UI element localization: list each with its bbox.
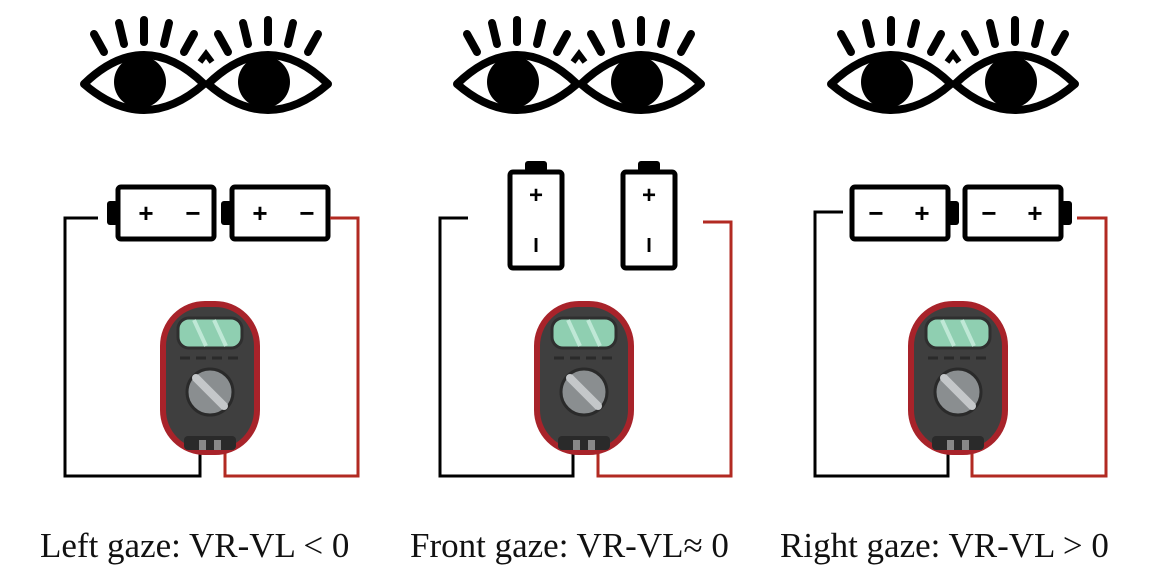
battery-glyph: − xyxy=(299,198,314,228)
battery-glyph: − xyxy=(981,198,996,228)
battery-glyph: + xyxy=(529,182,543,209)
battery-glyph: + xyxy=(252,198,267,228)
wire-negative xyxy=(813,210,950,478)
caption-front-gaze: Front gaze: VR-VL≈ 0 xyxy=(410,526,729,565)
eye-icon xyxy=(208,20,328,110)
battery-glyph: + xyxy=(642,182,656,209)
panel-left: + − + − xyxy=(63,20,360,478)
eye-bridge xyxy=(570,49,588,64)
battery-icon: + I xyxy=(507,161,565,271)
battery-glyph: − xyxy=(868,198,883,228)
battery-icon: + − xyxy=(107,184,217,242)
battery-glyph: I xyxy=(533,235,539,257)
multimeter-icon xyxy=(163,304,257,452)
wire-positive xyxy=(223,216,360,478)
panel-front: + I + I xyxy=(438,20,733,478)
battery-glyph: I xyxy=(646,235,652,257)
eye-icon xyxy=(581,20,701,110)
caption-right-gaze: Right gaze: VR-VL > 0 xyxy=(780,526,1109,565)
battery-glyph: + xyxy=(1027,198,1042,228)
battery-icon: + I xyxy=(620,161,678,271)
battery-icon: − + xyxy=(849,184,959,242)
wire-positive xyxy=(596,220,733,478)
caption-left-gaze: Left gaze: VR-VL < 0 xyxy=(40,526,350,565)
eye-icon xyxy=(457,20,577,110)
wire-negative xyxy=(63,216,202,478)
battery-glyph: − xyxy=(185,198,200,228)
multimeter-icon xyxy=(911,304,1005,452)
eye-icon xyxy=(831,20,951,110)
eye-icon xyxy=(955,20,1075,110)
eye-bridge xyxy=(197,49,215,64)
eye-icon xyxy=(84,20,204,110)
panel-right: − + − + xyxy=(813,20,1108,478)
battery-glyph: + xyxy=(138,198,153,228)
wire-positive xyxy=(970,216,1108,478)
eye-bridge xyxy=(944,49,962,64)
battery-glyph: + xyxy=(914,198,929,228)
multimeter-icon xyxy=(537,304,631,452)
wire-negative xyxy=(438,216,575,478)
battery-icon: + − xyxy=(221,184,331,242)
battery-icon: − + xyxy=(962,184,1072,242)
